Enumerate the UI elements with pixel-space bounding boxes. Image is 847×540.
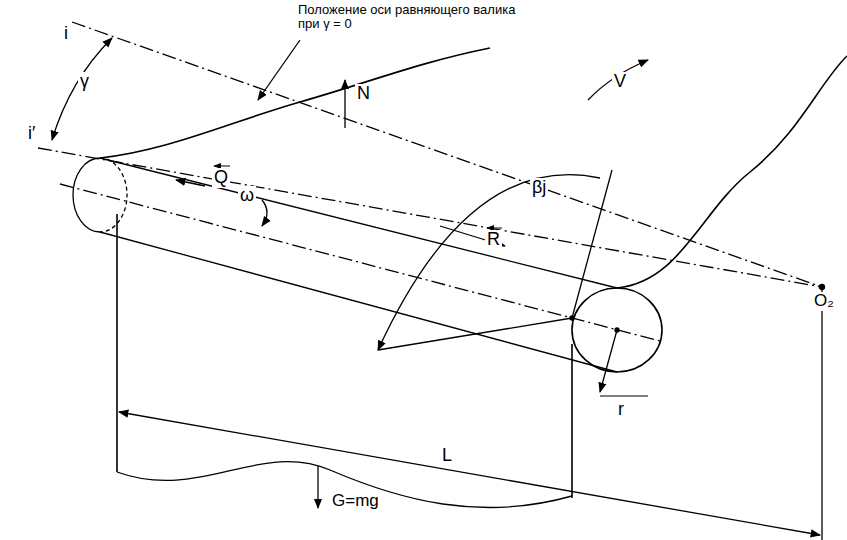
force-arrow xyxy=(344,80,345,128)
rotation-arrow xyxy=(262,200,267,226)
radius-line xyxy=(600,330,617,392)
angular-velocity-label: ω xyxy=(238,186,256,206)
vector-bar xyxy=(487,228,502,229)
direction-line xyxy=(572,170,612,318)
vector-bar xyxy=(214,166,230,167)
angle-label: βj xyxy=(530,178,548,198)
angle-arc xyxy=(52,38,112,140)
fabric-edge xyxy=(617,56,847,288)
force-label: R xyxy=(485,230,502,250)
velocity-label: V xyxy=(612,72,628,92)
radius-label: r xyxy=(616,400,626,420)
force-arrow xyxy=(176,180,205,186)
fabric-edge xyxy=(100,48,490,158)
roller-edge xyxy=(100,158,617,288)
angle-label: γ xyxy=(78,72,91,92)
roller-end-hidden xyxy=(100,158,127,232)
direction-line xyxy=(378,318,572,350)
axis-label: i xyxy=(62,24,70,44)
velocity-arrow xyxy=(588,60,648,100)
fabric-edge xyxy=(571,344,573,498)
fabric-edge xyxy=(116,214,118,472)
axis-label: i′ xyxy=(26,124,37,144)
roller-edge xyxy=(100,232,617,372)
leader-line xyxy=(600,396,648,397)
point-label: O₂ xyxy=(812,292,836,311)
force-label: Q xyxy=(212,168,230,188)
axis-line-i xyxy=(72,22,822,287)
angle-arc xyxy=(378,175,600,350)
roller-end xyxy=(73,158,100,232)
leader-line xyxy=(258,40,300,100)
extension-line xyxy=(821,290,822,540)
force-label: G=mg xyxy=(330,492,381,511)
force-label: N xyxy=(355,84,372,104)
dimension-label: L xyxy=(440,446,454,466)
axis-line-i-prime xyxy=(38,148,822,287)
dimension-line xyxy=(119,412,820,535)
force-arrow xyxy=(317,466,318,508)
axis-note: Положение оси равняющего валика при γ = … xyxy=(296,3,536,32)
center-dot xyxy=(820,285,825,290)
roller-axis xyxy=(60,184,660,341)
